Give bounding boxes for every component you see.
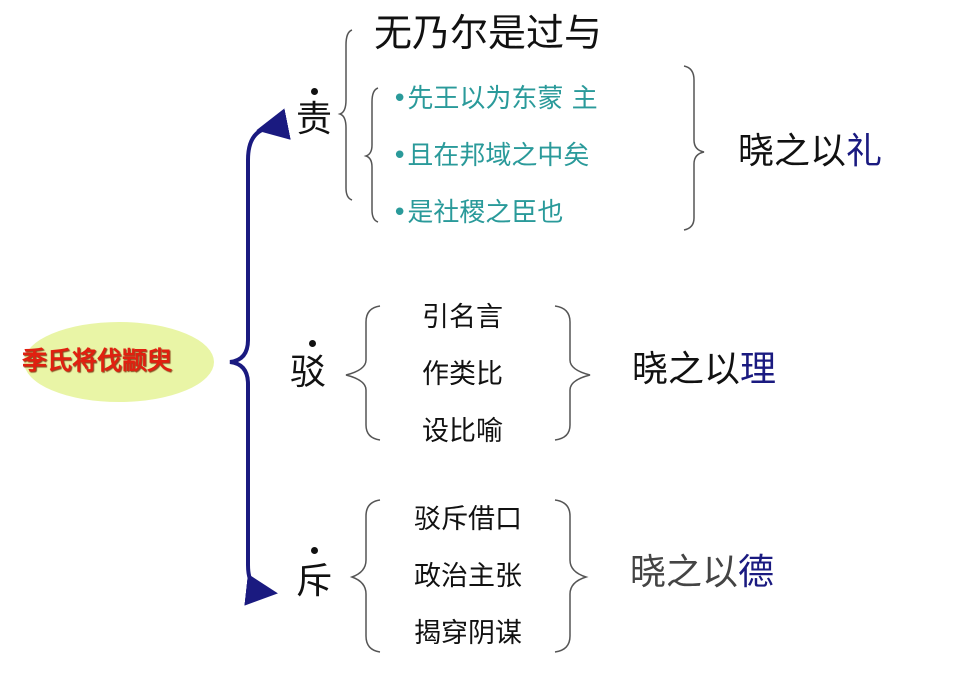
conclusion-key: 理 xyxy=(740,349,777,390)
conclusion-li: 晓之以礼 xyxy=(738,134,882,170)
emphasis-dot xyxy=(311,547,318,554)
conclusion-prefix: 晓之以 xyxy=(738,131,847,172)
list-item: •且在邦域之中矣 xyxy=(392,141,590,171)
list-item: 政治主张 xyxy=(414,561,522,592)
conclusion-li-2: 晓之以理 xyxy=(632,352,776,388)
emphasis-dot xyxy=(311,88,318,95)
root-ellipse xyxy=(24,322,214,402)
list-item: 引名言 xyxy=(422,302,503,333)
brace-chi-right xyxy=(554,499,589,653)
branch-key-ze: 责 xyxy=(296,99,333,140)
brace-bo-right xyxy=(554,305,591,441)
brace-ze-right xyxy=(683,65,705,231)
conclusion-prefix: 晓之以 xyxy=(630,552,739,593)
brace-ze-outer xyxy=(337,29,353,201)
brace-bo-left xyxy=(345,305,381,441)
emphasis-dot xyxy=(309,340,316,347)
list-item: 揭穿阴谋 xyxy=(414,618,522,649)
brace-chi-left xyxy=(349,499,381,653)
main-brace xyxy=(229,108,291,606)
conclusion-prefix: 晓之以 xyxy=(632,349,741,390)
conclusion-key: 德 xyxy=(738,552,775,593)
list-item: 设比喻 xyxy=(422,416,503,447)
branch-key-bo: 驳 xyxy=(290,352,327,393)
list-item: •是社稷之臣也 xyxy=(392,198,564,228)
branch-header: 无乃尔是过与 xyxy=(374,11,603,55)
list-item: 作类比 xyxy=(422,359,503,390)
conclusion-de: 晓之以德 xyxy=(630,555,774,591)
branch-key-chi: 斥 xyxy=(296,561,333,602)
list-item: •先王以为东蒙 主 xyxy=(392,84,598,114)
list-item: 驳斥借口 xyxy=(414,504,522,535)
root-topic: 季氏将伐颛臾 xyxy=(22,346,173,375)
brace-ze-inner xyxy=(363,87,379,223)
conclusion-key: 礼 xyxy=(846,131,883,172)
